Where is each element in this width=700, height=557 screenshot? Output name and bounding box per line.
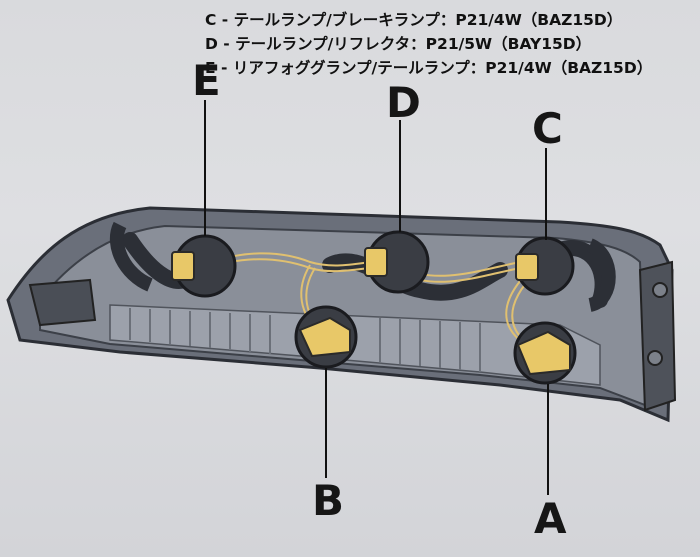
legend-line-d: D - テールランプ/リフレクタ：P21/5W（BAY15D） (205, 35, 592, 53)
socket-b (294, 305, 358, 369)
bracket-bolt-1 (652, 282, 668, 298)
callout-e: E (192, 56, 221, 105)
harness-loop-right (586, 238, 616, 312)
socket-c (515, 236, 575, 296)
bulb-legend: C - テールランプ/ブレーキランプ：P21/4W（BAZ15D） D - テー… (205, 8, 695, 80)
socket-e (171, 234, 237, 298)
callout-d: D (386, 78, 421, 127)
reflector-ribs (129, 308, 481, 372)
left-clip (28, 278, 97, 327)
callout-c: C (532, 104, 563, 153)
socket-a (513, 321, 577, 385)
leader-lines (204, 100, 549, 495)
right-bracket (638, 260, 677, 412)
legend-line-e: E - リアフォググランプ/テールランプ：P21/4W（BAZ15D） (205, 59, 653, 77)
bracket-bolt-2 (647, 350, 663, 366)
callout-a: A (534, 494, 567, 543)
socket-d (364, 230, 430, 294)
legend-line-c: C - テールランプ/ブレーキランプ：P21/4W（BAZ15D） (205, 11, 623, 29)
harness-loop-left (109, 221, 154, 292)
callout-b: B (312, 476, 345, 525)
